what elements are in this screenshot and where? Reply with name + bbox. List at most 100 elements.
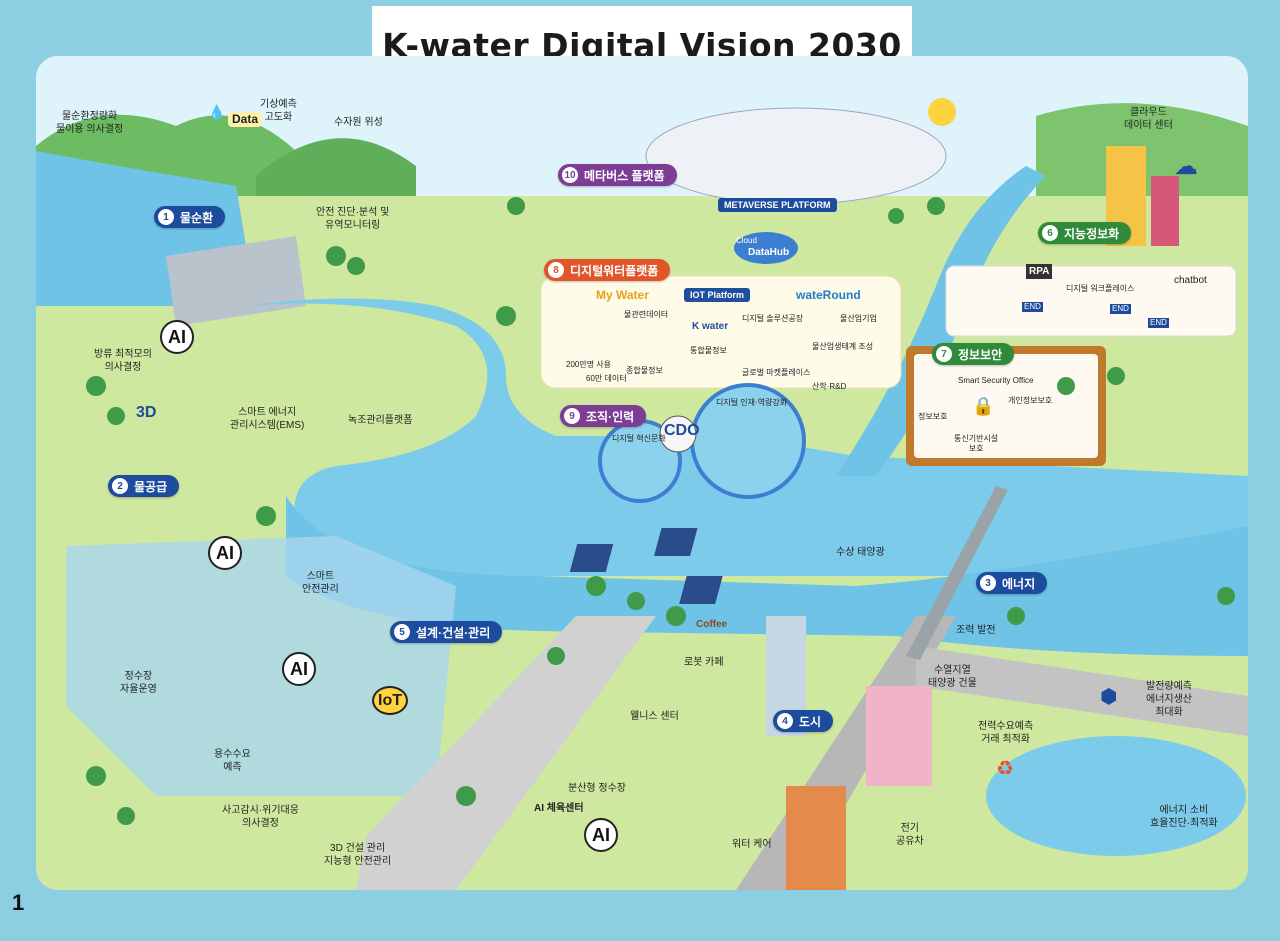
label-coffee: Coffee	[696, 619, 728, 630]
label-my-water: My Water	[596, 288, 649, 302]
label-forecast: 기상예측 고도화	[260, 99, 297, 123]
label-smart-safety: 스마트 안전관리	[302, 571, 339, 595]
label-cdo: CDO	[664, 422, 700, 439]
water-drop-icon: 💧	[208, 104, 226, 120]
label-plat-rnd: 산학·R&D	[812, 382, 847, 391]
label-water-round: wateRound	[796, 288, 861, 302]
label-org-culture: 디지털 혁신문화	[612, 434, 666, 443]
badge-number: 10	[562, 167, 578, 183]
label-rpa: RPA	[1026, 264, 1053, 279]
label-end-2: END	[1110, 304, 1131, 314]
ai-icon-pipe: AI	[282, 652, 316, 686]
label-plat-market: 글로벌 마켓플레이스	[742, 368, 811, 377]
label-plat-data: 물관련데이터	[624, 310, 669, 319]
badge-number: 2	[112, 478, 128, 494]
badge-metaverse[interactable]: 10 메타버스 플랫폼	[558, 164, 677, 186]
label-drone: 안전 진단·분석 및 유역모니터링	[316, 207, 390, 231]
ai-icon-sports: AI	[584, 818, 618, 852]
label-datahub: DataHub	[748, 247, 790, 258]
label-iot-sign: IoT	[372, 686, 408, 715]
badge-number: 4	[777, 713, 793, 729]
label-satellite: 수자원 위성	[334, 117, 383, 128]
badge-construction[interactable]: 5 설계·건설·관리	[390, 621, 503, 643]
label-data: Data	[228, 112, 263, 127]
label-chatbot: chatbot	[1174, 275, 1207, 286]
badge-number: 7	[936, 346, 952, 362]
label-end-1: END	[1022, 302, 1043, 312]
label-plat-info: 종합물정보	[626, 366, 663, 375]
label-tidal: 조력 발전	[956, 625, 996, 636]
label-3d: 3D	[136, 404, 157, 421]
badge-label: 메타버스 플랫폼	[584, 168, 665, 183]
label-energy-use: 에너지 소비 효율진단·최적화	[1150, 805, 1218, 829]
label-power-gen: 발전량예측 에너지생산 최대화	[1146, 681, 1192, 718]
label-digital-workplace: 디지털 워크플레이스	[1066, 284, 1135, 293]
label-construction: 3D 건설 관리 지능형 안전관리	[324, 843, 392, 867]
badge-number: 6	[1042, 225, 1058, 241]
badge-water-cycle[interactable]: 1 물순환	[154, 206, 226, 228]
badge-energy[interactable]: 3 에너지	[976, 572, 1048, 594]
label-ems: 스마트 에너지 관리시스템(EMS)	[230, 407, 305, 431]
label-water-cycle: 물순환정량화 물이용 의사결정	[56, 111, 124, 135]
label-security-office: Smart Security Office	[958, 376, 1034, 385]
badge-digital-platform[interactable]: 8 디지털워터플랫폼	[544, 259, 671, 281]
label-industrial-sec: 통신기반시설 보호	[954, 434, 999, 453]
badge-water-supply[interactable]: 2 물공급	[108, 475, 180, 497]
badge-number: 3	[980, 575, 996, 591]
label-purification: 정수장 자율운영	[120, 671, 157, 695]
label-datahub-cloud: Cloud	[736, 236, 757, 245]
label-downstream: 방류 최적모의 의사결정	[94, 349, 152, 373]
badge-label: 지능정보화	[1064, 226, 1120, 241]
vision-map: 1 물순환 2 물공급 3 에너지 4 도시 5 설계·건설·관리 6 지능정보화 7 정보보…	[36, 56, 1248, 890]
label-iot-platform: IOT Platform	[684, 288, 751, 302]
label-robot-cafe: 로봇 카페	[684, 657, 724, 668]
lock-icon: 🔒	[972, 396, 995, 416]
label-integrated-info: 통합물정보	[690, 346, 727, 355]
label-metaverse-platform: METAVERSE PLATFORM	[718, 198, 837, 212]
badge-label: 물순환	[180, 210, 214, 225]
badge-label: 조직·인력	[586, 409, 635, 424]
badge-label: 에너지	[1002, 576, 1036, 591]
page-number: 1	[12, 890, 25, 915]
label-plat-users: 200만명 사용	[566, 360, 612, 369]
label-ai-sports: AI 체육센터	[534, 803, 584, 814]
badge-number: 9	[564, 408, 580, 424]
label-end-3: END	[1148, 318, 1169, 328]
label-thermal: 수열지열 태양광 건물	[928, 665, 977, 689]
label-water-care: 워터 케어	[732, 839, 772, 850]
badge-label: 도시	[799, 714, 822, 729]
label-org-talent: 디지털 인재·역량강화	[716, 398, 788, 407]
badge-number: 8	[548, 262, 564, 278]
label-solar-float: 수상 태양광	[836, 547, 885, 558]
label-plat-company: 물산업기업	[840, 314, 877, 323]
badge-label: 설계·건설·관리	[416, 625, 491, 640]
label-plat-datasets: 60만 데이터	[586, 374, 627, 383]
energy-cube-icon: ⬢	[1100, 686, 1118, 708]
label-plat-ecosystem: 물산업생태계 조성	[812, 342, 874, 351]
label-kwater: K water	[692, 321, 729, 332]
cloud-sync-icon: ☁	[1174, 153, 1198, 180]
ai-icon-plant: AI	[208, 536, 242, 570]
label-demand: 용수수요 예측	[214, 749, 251, 773]
label-info-protect: 정보보호	[918, 412, 948, 421]
badge-organization[interactable]: 9 조직·인력	[560, 405, 647, 427]
label-personal-info: 개인정보보호	[1008, 396, 1053, 405]
badge-label: 디지털워터플랫폼	[570, 263, 659, 278]
label-ev-share: 전기 공유차	[896, 823, 924, 847]
label-distributed: 분산형 정수장	[568, 783, 626, 794]
badge-label: 정보보안	[958, 347, 1003, 362]
badge-city[interactable]: 4 도시	[773, 710, 834, 732]
badge-number: 5	[394, 624, 410, 640]
label-accident: 사고감시·위기대응 의사결정	[222, 805, 299, 829]
label-cloud-center: 클라우드 데이터 센터	[1124, 107, 1173, 131]
badge-label: 물공급	[134, 479, 168, 494]
label-fitness: 웰니스 센터	[630, 711, 679, 722]
ai-icon-dam: AI	[160, 320, 194, 354]
badge-number: 1	[158, 209, 174, 225]
label-power-demand: 전력수요예측 거래 최적화	[978, 721, 1034, 745]
recycle-icon: ♻	[996, 758, 1014, 780]
label-plat-solution: 디지털 솔루션공장	[742, 314, 804, 323]
label-algae: 녹조관리플랫폼	[348, 415, 413, 426]
badge-security[interactable]: 7 정보보안	[932, 343, 1015, 365]
badge-intelligence[interactable]: 6 지능정보화	[1038, 222, 1132, 244]
